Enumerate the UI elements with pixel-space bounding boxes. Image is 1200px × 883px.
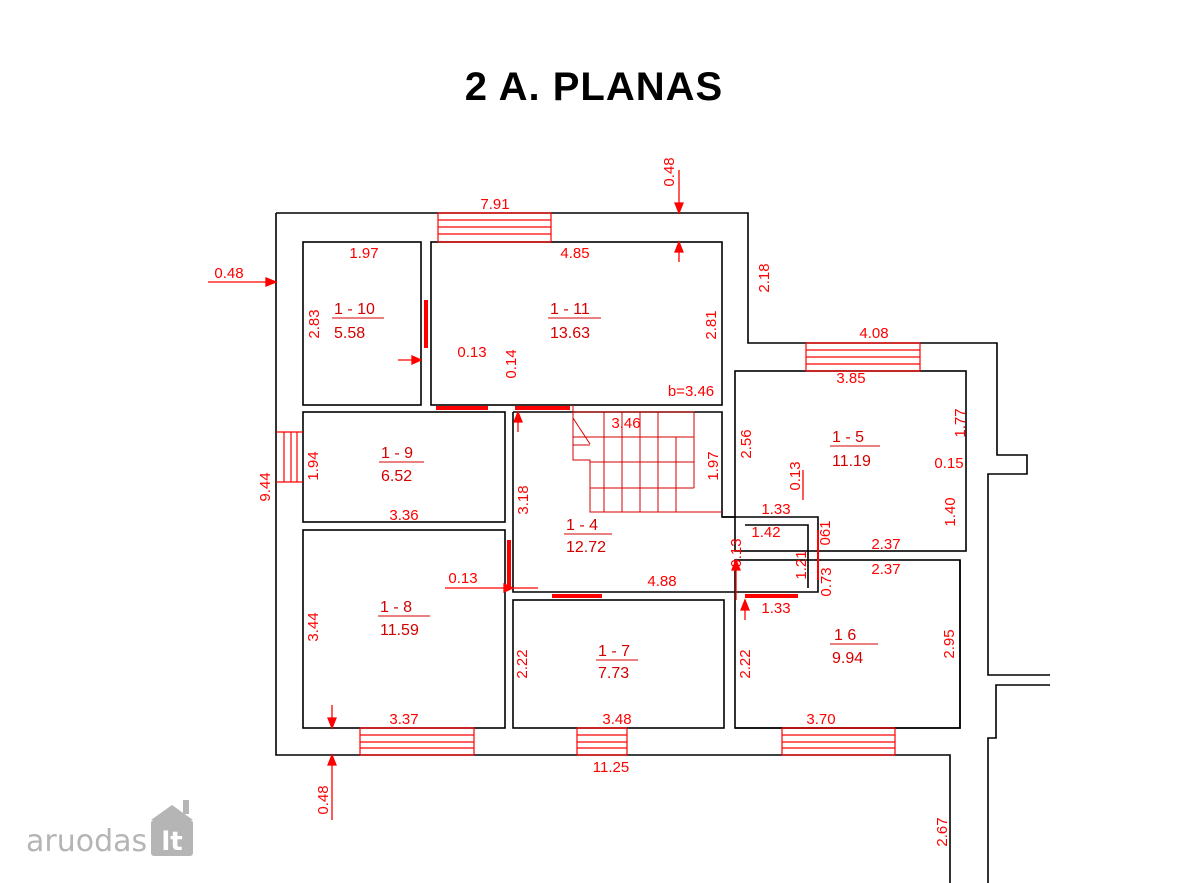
outer-wall [276, 212, 1050, 676]
dim-stair-b: b=3.46 [668, 383, 714, 400]
dim-r5-140: 1.40 [942, 497, 959, 526]
niche-outline [745, 524, 809, 588]
room-area: 11.19 [832, 453, 871, 470]
dim-niche-061: 061 [817, 520, 834, 545]
windows [276, 212, 921, 756]
window-left [276, 431, 303, 483]
dimension-labels: 7.91 1.97 4.85 0.48 0.13 b=3.46 4.08 3.8… [214, 157, 969, 846]
dim-r9-194: 1.94 [305, 451, 322, 480]
room-area: 13.63 [550, 325, 590, 342]
dim-window-408: 4.08 [859, 325, 888, 342]
dim-r8-height: 3.44 [305, 612, 322, 641]
dim-niche-121: 1.21 [793, 550, 810, 579]
dim-niche-073: 0.73 [818, 567, 835, 596]
dim-r5-width: 3.85 [836, 370, 865, 387]
dim-r11-height: 2.81 [703, 310, 720, 339]
dim-r5-237: 2.37 [871, 536, 900, 553]
room-1-10-outline [302, 241, 422, 406]
watermark-house-icon [151, 820, 193, 856]
dim-r10-height: 2.83 [306, 309, 323, 338]
dim-r6-133: 1.33 [761, 600, 790, 617]
annex-wall [987, 684, 1050, 883]
plan-title: 2 A. PLANAS [465, 65, 723, 109]
room-1-9: 1 - 9 6.52 [379, 445, 424, 485]
room-id: 1 6 [834, 627, 856, 644]
dim-total-height: 9.44 [257, 472, 274, 501]
room-area: 7.73 [598, 665, 629, 682]
dim-r4-width: 4.88 [647, 573, 676, 590]
dim-r9-width: 3.36 [389, 507, 418, 524]
dimension-arrows [208, 170, 804, 820]
room-1-5: 1 - 5 11.19 [830, 429, 880, 470]
room-area: 9.94 [832, 650, 863, 667]
dim-total-width: 11.25 [593, 759, 629, 776]
dim-niche-013: 0.13 [728, 538, 745, 567]
window-bottom-mid [576, 727, 628, 756]
room-id: 1 - 7 [598, 643, 630, 660]
room-area: 6.52 [381, 468, 412, 485]
dim-r7-222: 2.22 [514, 649, 531, 678]
dim-r7-width: 3.48 [602, 711, 631, 728]
watermark-brand: aruodas [26, 824, 147, 859]
watermark: aruodas lt [26, 800, 193, 859]
dim-r10-width: 1.97 [349, 245, 378, 262]
watermark-chimney [183, 800, 189, 814]
dim-r5-013: 0.13 [787, 461, 804, 490]
outer-wall-bottom [275, 213, 951, 883]
dim-stair-197: 1.97 [705, 451, 722, 480]
dim-niche-133: 1.33 [761, 501, 790, 518]
dim-corr-318: 3.18 [515, 485, 532, 514]
room-1-8: 1 - 8 11.59 [378, 599, 430, 639]
dim-niche-142: 1.42 [751, 524, 780, 541]
room-1-11-outline [430, 241, 723, 406]
dim-bottom-wall: 0.48 [315, 785, 332, 814]
room-1-9-outline [302, 411, 506, 523]
window-right-top [805, 342, 921, 372]
window-bottom-left [359, 727, 475, 756]
dim-r5-177: 1.77 [952, 408, 969, 437]
room-area: 11.59 [380, 622, 419, 639]
room-id: 1 - 5 [832, 429, 864, 446]
room-id: 1 - 8 [380, 599, 412, 616]
room-id: 1 - 11 [550, 301, 590, 318]
dim-r11-width: 4.85 [560, 245, 589, 262]
watermark-roof [151, 805, 193, 820]
walls [275, 212, 1050, 883]
room-1-11: 1 - 11 13.63 [548, 301, 601, 342]
dim-top-wall: 0.48 [661, 157, 678, 186]
dim-r8-013: 0.13 [448, 570, 477, 587]
room-id: 1 - 9 [381, 445, 413, 462]
room-area: 12.72 [566, 539, 606, 556]
dim-right-upper: 2.18 [756, 263, 773, 292]
room-1-6: 1 6 9.94 [830, 627, 878, 667]
dim-r8-width: 3.37 [389, 711, 418, 728]
room-id: 1 - 10 [334, 301, 375, 318]
dim-ext-267: 2.67 [934, 817, 951, 846]
staircase [572, 405, 722, 513]
dim-top-window: 7.91 [480, 196, 509, 213]
room-1-7-outline [512, 599, 725, 729]
watermark-tld: lt [161, 827, 182, 857]
dim-partition: 0.13 [457, 344, 486, 361]
window-bottom-right [781, 727, 896, 756]
dim-r6-222: 2.22 [737, 649, 754, 678]
room-1-10: 1 - 10 5.58 [332, 301, 384, 342]
dim-r5-015: 0.15 [934, 455, 963, 472]
dim-r5-256: 2.56 [738, 429, 755, 458]
room-1-4: 1 - 4 12.72 [564, 517, 612, 556]
dim-r6-237: 2.37 [871, 561, 900, 578]
dim-wall-014: 0.14 [503, 349, 520, 378]
dim-r6-width: 3.70 [806, 711, 835, 728]
window-top [437, 212, 552, 243]
room-id: 1 - 4 [566, 517, 598, 534]
room-1-4-outline [512, 411, 819, 593]
room-area: 5.58 [334, 325, 365, 342]
dim-r6-295: 2.95 [941, 629, 958, 658]
dim-stair-width: 3.46 [611, 415, 640, 432]
dim-left-wall: 0.48 [214, 265, 243, 282]
room-labels: 1 - 10 5.58 1 - 11 13.63 1 - 9 6.52 1 - … [332, 301, 880, 682]
room-1-7: 1 - 7 7.73 [596, 643, 638, 682]
